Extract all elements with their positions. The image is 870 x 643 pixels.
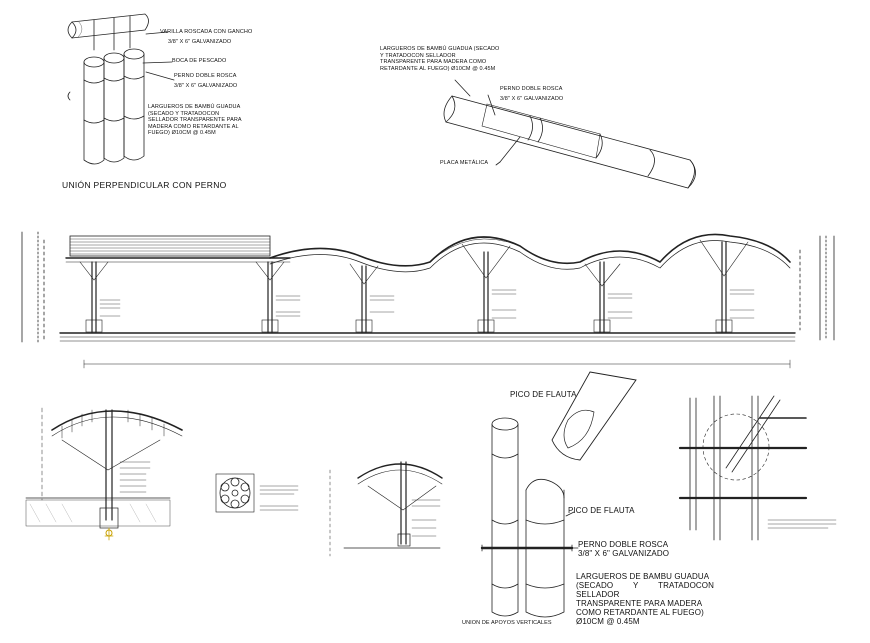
label-fish-mouth: BOCA DE PESCADO	[172, 58, 227, 64]
label-threaded-rod: VARILLA ROSCADA CON GANCHO	[160, 29, 253, 35]
section-drawing-left	[25, 407, 183, 541]
label-double-bolt-size-center: 3/8" X 6" GALVANIZADO	[500, 96, 564, 102]
perpendicular-joint-drawing	[67, 13, 175, 165]
label-purlins-right: LARGUEROS DE BAMBU GUADUA (SECADO Y TRAT…	[576, 572, 714, 626]
label-threaded-rod-size: 3/8" X 6" GALVANIZADO	[168, 39, 232, 45]
section-drawing-center	[329, 461, 443, 557]
label-double-bolt: PERNO DOBLE ROSCA	[174, 73, 237, 79]
label-double-bolt-right: PERNO DOBLE ROSCA	[578, 540, 669, 549]
label-purlins-center: LARGUEROS DE BAMBÚ GUADUA (SECADO Y TRAT…	[380, 46, 500, 72]
label-flute-top: PICO DE FLAUTA	[510, 390, 577, 399]
label-metal-plate: PLACA METÁLICA	[440, 160, 489, 166]
vertical-supports-drawing	[480, 371, 637, 618]
label-double-bolt-size-right: 3/8" X 6" GALVANIZADO	[578, 549, 670, 558]
label-double-bolt-size: 3/8" X 6" GALVANIZADO	[174, 83, 238, 89]
elevation-annotations	[99, 289, 755, 319]
metal-plate-joint-drawing	[443, 79, 696, 189]
label-flute-mid: PICO DE FLAUTA	[568, 506, 635, 515]
title-perpendicular-joint: UNIÓN PERPENDICULAR CON PERNO	[62, 180, 227, 190]
label-purlins-left: LARGUEROS DE BAMBÚ GUADUA (SECADO Y TRAT…	[148, 104, 242, 136]
title-vertical-supports: UNION DE APOYOS VERTICALES	[462, 620, 552, 626]
bundle-section-drawing	[215, 473, 299, 513]
label-double-bolt-center: PERNO DOBLE ROSCA	[500, 86, 563, 92]
elevation-drawing	[21, 231, 835, 369]
brace-detail-drawing	[678, 395, 837, 541]
